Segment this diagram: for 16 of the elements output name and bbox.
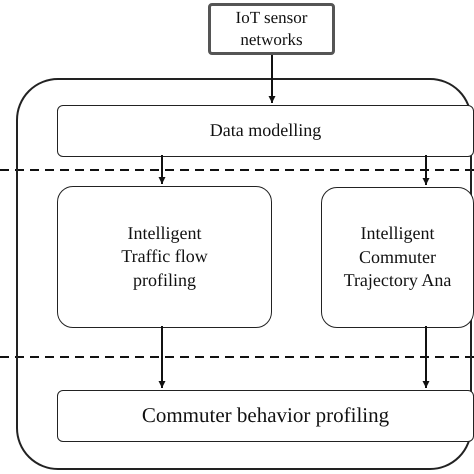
arrow: [422, 326, 430, 388]
node-label: Intelligent Commuter Trajectory Ana: [342, 222, 452, 292]
node-label: Data modelling: [210, 119, 322, 142]
arrow: [158, 155, 166, 184]
node-label: Commuter behavior profiling: [142, 402, 390, 430]
arrow: [158, 326, 166, 388]
process-box: [321, 187, 474, 328]
container-box: [16, 78, 472, 470]
node-label: IoT sensor networks: [234, 6, 308, 51]
process-box: [57, 105, 474, 157]
process-box: [57, 390, 474, 442]
process-box: [208, 3, 335, 55]
arrow: [422, 155, 430, 185]
arrow: [268, 55, 276, 103]
process-box: [57, 186, 272, 328]
node-label: Intelligent Traffic flow profiling: [120, 222, 209, 292]
